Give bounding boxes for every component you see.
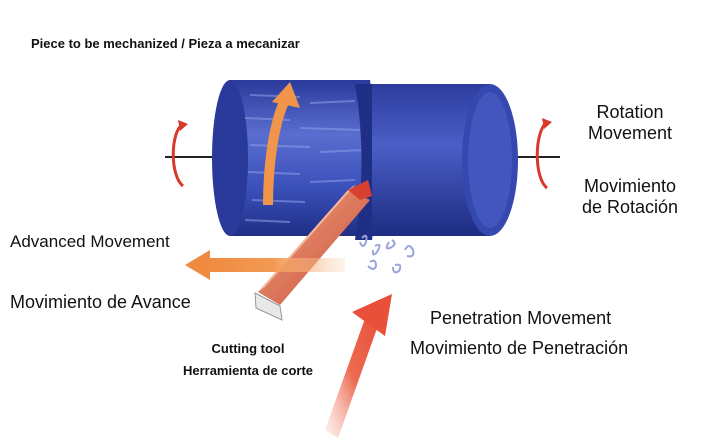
advance-arrow xyxy=(185,250,345,280)
rotation-es-line-2: de Rotación xyxy=(581,197,679,217)
chip-curls xyxy=(359,234,415,274)
rotation-en-line-1: Rotation xyxy=(596,102,664,122)
advance-label-es: Movimiento de Avance xyxy=(10,292,191,312)
workpiece-cylinder xyxy=(212,80,518,240)
rotation-direction-arrow xyxy=(263,82,300,206)
penetration-label-es: Movimiento de Penetración xyxy=(410,338,629,358)
rotation-en-line-2: Movement xyxy=(587,123,673,143)
rotation-label-es: Movimiento de Rotación xyxy=(570,176,690,218)
advance-label-en: Advanced Movement xyxy=(10,232,170,251)
rotation-label-en: Rotation Movement xyxy=(575,102,685,144)
rotation-left-icon xyxy=(171,120,188,188)
penetration-arrow xyxy=(325,294,392,438)
tool-label-es: Herramienta de corte xyxy=(182,363,314,378)
rotation-right-icon xyxy=(535,118,552,190)
penetration-label-en: Penetration Movement xyxy=(430,308,612,328)
tool-label: Cutting tool Herramienta de corte xyxy=(168,338,328,382)
tool-label-en: Cutting tool xyxy=(211,341,285,356)
workpiece-label: Piece to be mechanized / Pieza a mecaniz… xyxy=(31,36,300,51)
rotation-es-line-1: Movimiento xyxy=(583,176,677,196)
